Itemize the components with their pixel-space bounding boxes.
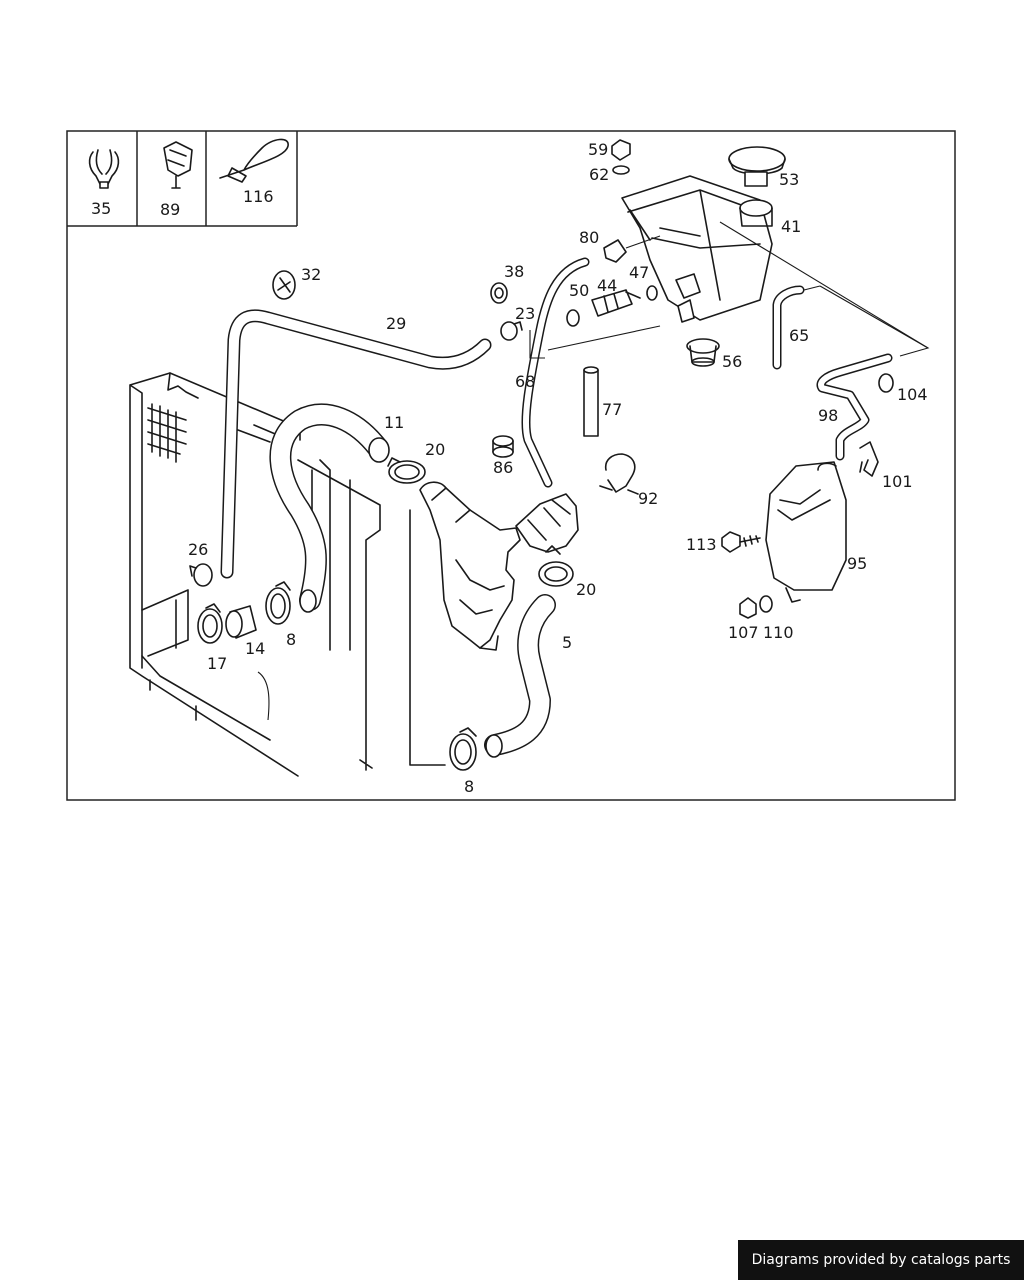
ring-50 [566, 309, 580, 327]
callout-50: 50 [569, 281, 589, 300]
hose-14 [225, 605, 257, 639]
clamp-17 [197, 603, 223, 644]
cap-53 [728, 146, 786, 187]
water-pump [515, 493, 579, 553]
callout-23: 23 [515, 304, 535, 323]
callout-32: 32 [301, 265, 321, 284]
callout-47: 47 [629, 263, 649, 282]
callout-59: 59 [588, 140, 608, 159]
sensor-44 [591, 289, 641, 317]
callout-38: 38 [504, 262, 524, 281]
tank-fitting [675, 273, 701, 323]
clip-101 [859, 441, 879, 477]
clip-80 [603, 235, 661, 263]
callout-68: 68 [515, 372, 535, 391]
callout-113: 113 [686, 535, 717, 554]
clip-35-icon [88, 149, 120, 189]
callout-20-lower: 20 [576, 580, 596, 599]
hose-77 [583, 366, 599, 437]
diagram-frame [66, 130, 956, 801]
callout-8-upper: 8 [286, 630, 296, 649]
nut-107 [739, 597, 757, 619]
callout-26: 26 [188, 540, 208, 559]
callout-95: 95 [847, 554, 867, 573]
clamp-23 [500, 321, 523, 341]
grommet-104 [878, 373, 894, 393]
clamp-92 [599, 453, 639, 495]
legend-box [67, 131, 298, 227]
clamp-20-upper [387, 457, 426, 484]
grommet-56 [686, 338, 720, 367]
clamp-8-upper [265, 581, 291, 625]
legend-label-116: 116 [243, 187, 274, 206]
clamp-26 [189, 563, 213, 587]
nut-59 [611, 139, 631, 161]
callout-5: 5 [562, 633, 572, 652]
thermostat-housing [419, 481, 521, 651]
callout-98: 98 [818, 406, 838, 425]
callout-8-lower: 8 [464, 777, 474, 796]
washer-62 [612, 165, 630, 175]
callout-110: 110 [763, 623, 794, 642]
callout-62: 62 [589, 165, 609, 184]
callout-86: 86 [493, 458, 513, 477]
spacer-86 [492, 435, 514, 458]
leader-lines [257, 221, 930, 721]
bolt-113 [721, 531, 761, 553]
callout-11: 11 [384, 413, 404, 432]
grommet-38 [490, 282, 508, 304]
callout-41: 41 [781, 217, 801, 236]
callout-77: 77 [602, 400, 622, 419]
washer-110 [759, 595, 773, 613]
legend-label-35: 35 [91, 199, 111, 218]
callout-80: 80 [579, 228, 599, 247]
callout-65: 65 [789, 326, 809, 345]
callout-17: 17 [207, 654, 227, 673]
ring-47 [646, 285, 658, 301]
callout-107: 107 [728, 623, 759, 642]
callout-20-upper: 20 [425, 440, 445, 459]
credit-banner: Diagrams provided by catalogs parts [738, 1240, 1024, 1280]
reservoir-95 [765, 461, 847, 603]
callout-29: 29 [386, 314, 406, 333]
callout-92: 92 [638, 489, 658, 508]
clamp-8-lower [449, 727, 477, 771]
neck-41 [739, 199, 773, 227]
cable-tie-116-icon [219, 138, 289, 183]
callout-104: 104 [897, 385, 928, 404]
clamp-20-lower [538, 545, 574, 587]
grommet-32 [272, 270, 296, 300]
callout-44: 44 [597, 276, 617, 295]
legend-label-89: 89 [160, 200, 180, 219]
callout-14: 14 [245, 639, 265, 658]
expansion-tank [621, 175, 773, 321]
clip-89-icon [163, 141, 193, 189]
callout-53: 53 [779, 170, 799, 189]
callout-101: 101 [882, 472, 913, 491]
callout-56: 56 [722, 352, 742, 371]
